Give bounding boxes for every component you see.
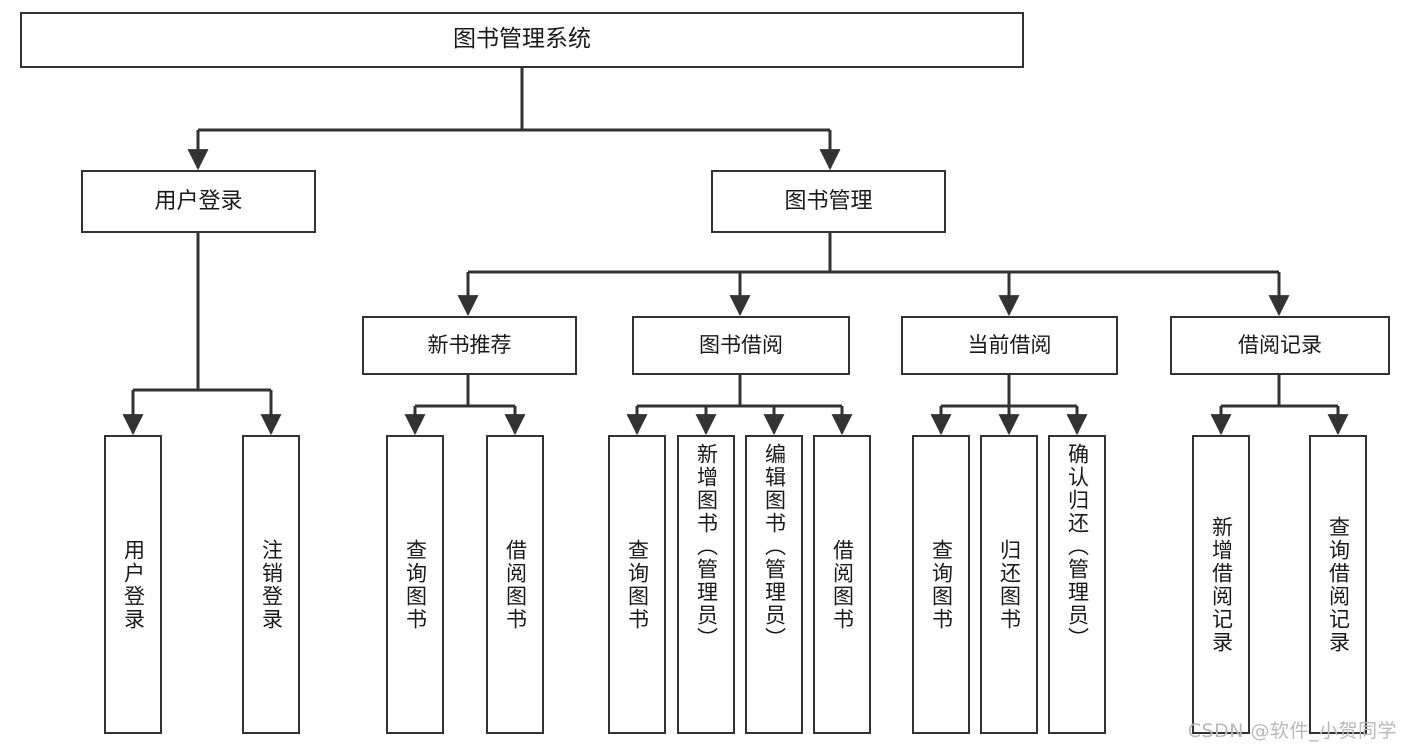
node-label: 编辑图书（管理员） xyxy=(762,443,787,650)
node-label: 用户登录 xyxy=(121,538,146,631)
node-leaf-query-borrow-record[interactable]: 查询借阅记录 xyxy=(1309,435,1367,734)
node-label: 注销登录 xyxy=(259,538,284,631)
node-leaf-add-book-admin[interactable]: 新增图书（管理员） xyxy=(677,435,735,734)
node-label: 新增图书（管理员） xyxy=(694,443,719,650)
node-leaf-borrow-book-newbook[interactable]: 借阅图书 xyxy=(486,435,544,734)
node-label: 查询图书 xyxy=(403,538,428,631)
node-current-borrow[interactable]: 当前借阅 xyxy=(901,316,1118,375)
node-label: 借阅记录 xyxy=(1238,333,1322,358)
node-leaf-logout[interactable]: 注销登录 xyxy=(242,435,300,734)
node-user-login[interactable]: 用户登录 xyxy=(81,170,316,233)
node-label: 图书借阅 xyxy=(699,333,783,358)
node-label: 图书管理系统 xyxy=(453,26,591,53)
node-new-book-recommend[interactable]: 新书推荐 xyxy=(362,316,577,375)
node-leaf-borrow-book[interactable]: 借阅图书 xyxy=(813,435,871,734)
node-label: 确认归还（管理员） xyxy=(1065,443,1090,650)
node-label: 新书推荐 xyxy=(427,333,512,358)
node-label: 图书管理 xyxy=(784,188,873,214)
node-book-management-system[interactable]: 图书管理系统 xyxy=(20,12,1024,68)
node-label: 用户登录 xyxy=(154,188,243,214)
node-book-borrow[interactable]: 图书借阅 xyxy=(632,316,850,375)
node-leaf-confirm-return-admin[interactable]: 确认归还（管理员） xyxy=(1048,435,1106,734)
node-label: 借阅图书 xyxy=(830,538,855,631)
node-label: 查询图书 xyxy=(625,538,650,631)
node-leaf-query-book-newbook[interactable]: 查询图书 xyxy=(386,435,444,734)
node-leaf-query-book-current[interactable]: 查询图书 xyxy=(912,435,970,734)
node-borrow-record[interactable]: 借阅记录 xyxy=(1170,316,1390,375)
node-book-management[interactable]: 图书管理 xyxy=(711,170,946,233)
node-leaf-add-borrow-record[interactable]: 新增借阅记录 xyxy=(1192,435,1250,734)
node-label: 查询图书 xyxy=(929,538,954,631)
node-label: 当前借阅 xyxy=(967,333,1052,358)
node-leaf-edit-book-admin[interactable]: 编辑图书（管理员） xyxy=(745,435,803,734)
node-label: 借阅图书 xyxy=(503,538,528,631)
node-label: 新增借阅记录 xyxy=(1209,515,1234,654)
node-label: 查询借阅记录 xyxy=(1326,515,1351,654)
node-leaf-user-login[interactable]: 用户登录 xyxy=(104,435,162,734)
node-label: 归还图书 xyxy=(997,538,1022,631)
node-leaf-return-book[interactable]: 归还图书 xyxy=(980,435,1038,734)
node-leaf-query-book-borrow[interactable]: 查询图书 xyxy=(608,435,666,734)
